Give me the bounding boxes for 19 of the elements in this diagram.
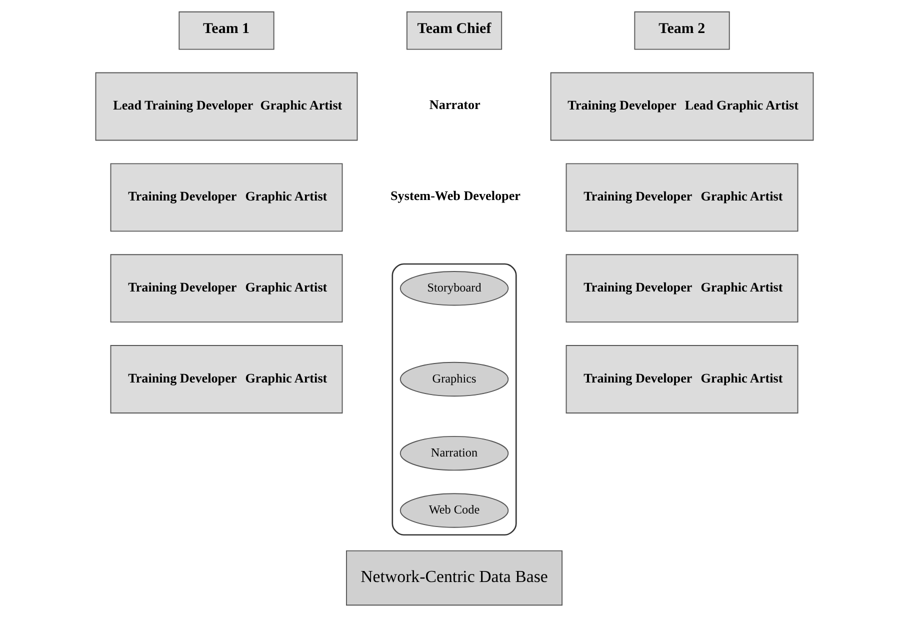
- cluster: [391, 263, 516, 536]
- node-ellipse: Narration: [399, 436, 508, 471]
- node-box: Training Developer Graphic Artist: [565, 163, 798, 232]
- node-box: Lead Training Developer Graphic Artist: [94, 72, 358, 141]
- node-box: Team Chief: [406, 11, 502, 50]
- node-box: Training Developer Graphic Artist: [565, 254, 798, 323]
- node-box: Training Developer Graphic Artist: [110, 254, 342, 323]
- node-box: Training Developer Graphic Artist: [110, 163, 342, 232]
- node-box: Team 1: [178, 11, 274, 50]
- node-ellipse: Web Code: [399, 493, 508, 528]
- node-box: Team 2: [634, 11, 730, 50]
- node-box: Training Developer Graphic Artist: [110, 345, 342, 414]
- node-ellipse: Graphics: [399, 362, 508, 397]
- node-box: Network-Centric Data Base: [346, 550, 562, 606]
- label: Narrator: [428, 97, 480, 112]
- label: System-Web Developer: [390, 188, 520, 203]
- node-ellipse: Storyboard: [399, 271, 508, 306]
- node-box: Training Developer Graphic Artist: [565, 345, 798, 414]
- node-box: Training Developer Lead Graphic Artist: [550, 72, 814, 141]
